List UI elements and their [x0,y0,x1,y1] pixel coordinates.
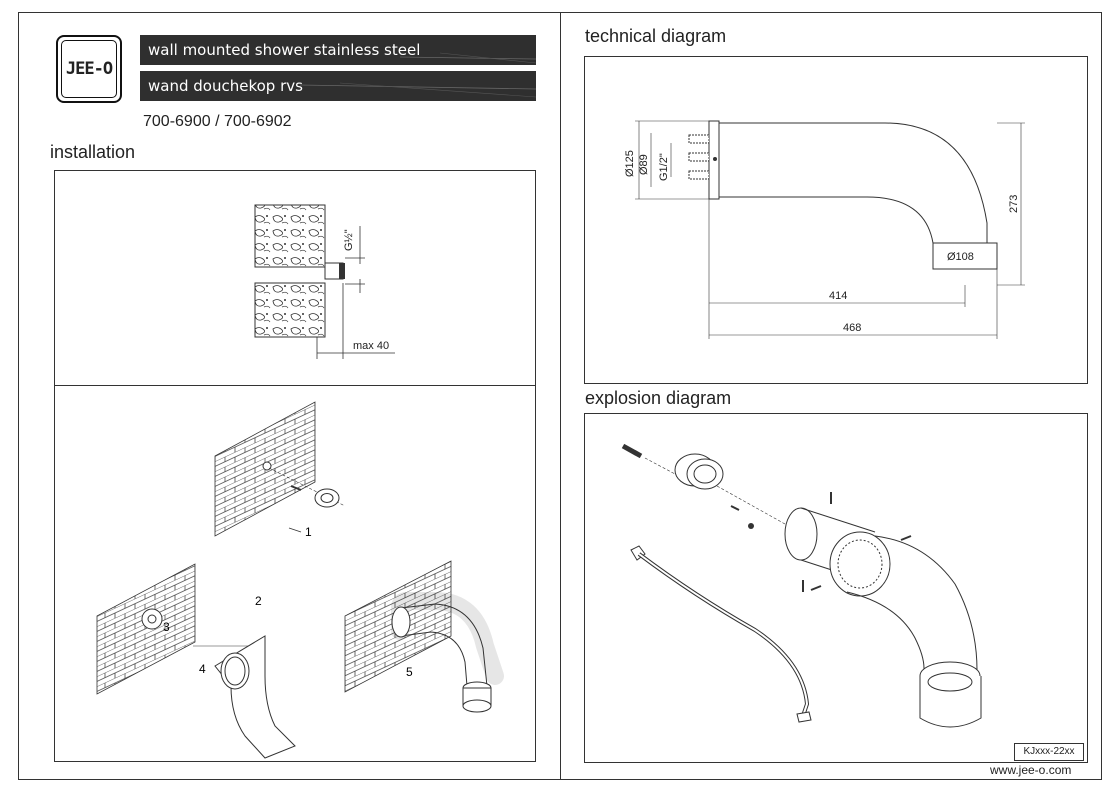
dim-414: 414 [829,290,847,302]
step-2-label: 2 [255,594,262,608]
dim-d108: Ø108 [947,251,974,263]
jee-o-logo: JEE-O [56,35,122,103]
dim-468: 468 [843,322,861,334]
website-link[interactable]: www.jee-o.com [990,763,1072,777]
installation-box: G½" max 40 1 2 3 4 [54,170,536,762]
title-dutch: wand douchekop rvs [148,77,303,95]
title-bar-decoration [399,52,536,64]
technical-diagram-title: technical diagram [585,26,727,46]
article-numbers: 700-6900 / 700-6902 [143,113,292,130]
step-4-label: 4 [199,662,206,676]
step-1-label: 1 [305,525,312,539]
technical-diagram-box: Ø108 Ø125 Ø89 G1/2" 273 414 468 [584,56,1088,384]
title-bar-decoration-2 [299,82,536,98]
dim-d125: Ø125 [624,150,636,177]
thread-label: G½" [343,229,355,251]
wall-section-drawing: G½" max 40 [254,204,395,359]
installation-steps-drawing: 1 2 3 4 5 [96,401,504,759]
explosion-drawing [621,443,982,728]
max-label: max 40 [353,340,389,352]
title-english: wall mounted shower stainless steel [148,41,421,59]
installation-title: installation [50,142,136,162]
dim-thread: G1/2" [658,153,670,181]
dim-d89: Ø89 [638,154,650,175]
column-divider [560,12,561,780]
logo-text: JEE-O [61,40,117,98]
installation-divider [55,385,535,386]
step-3-label: 3 [163,620,170,634]
title-bar-dutch: wand douchekop rvs [140,71,536,101]
step-5-label: 5 [406,665,413,679]
explosion-diagram-title: explosion diagram [585,388,732,408]
technical-drawing: Ø108 Ø125 Ø89 G1/2" 273 414 468 [624,120,1025,339]
title-bar-english: wall mounted shower stainless steel [140,35,536,65]
document-code: KJxxx-22xx [1014,743,1084,761]
explosion-diagram-box: KJxxx-22xx [584,413,1088,763]
dim-height: 273 [1008,195,1020,213]
